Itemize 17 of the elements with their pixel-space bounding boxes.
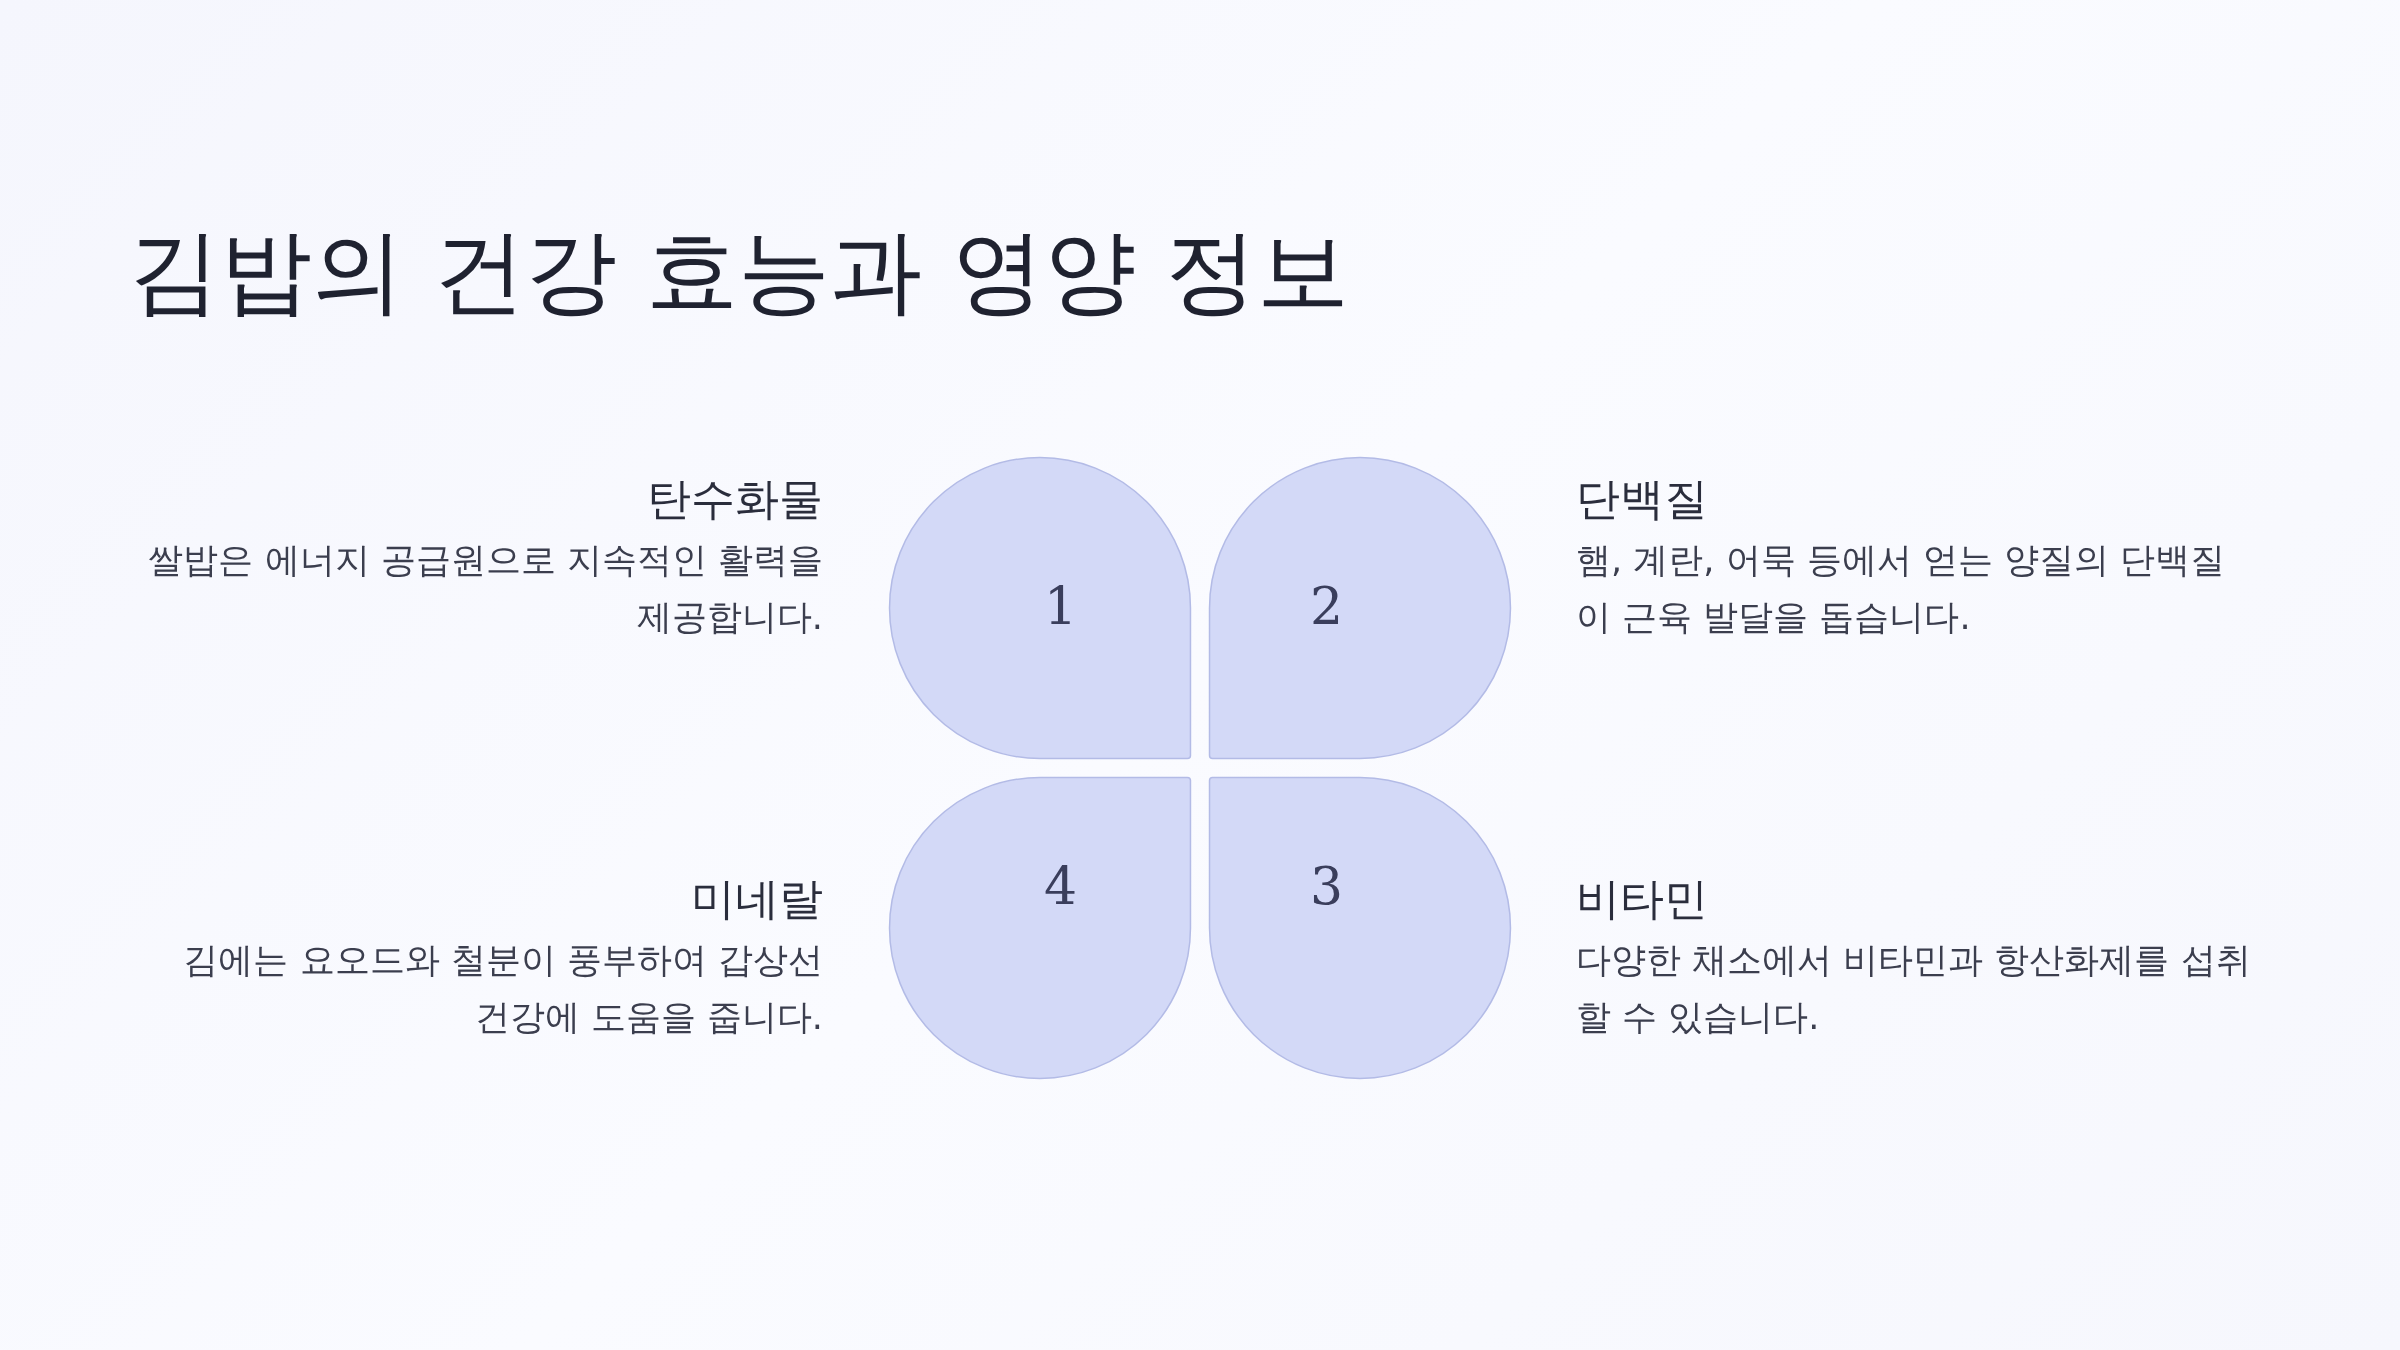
petal-number: 2 bbox=[1310, 580, 1344, 632]
petal-number: 1 bbox=[1044, 580, 1078, 632]
section-description: 다양한 채소에서 비타민과 항산화제를 섭취할 수 있습니다. bbox=[1576, 939, 2252, 1039]
section-description: 햄, 계란, 어묵 등에서 얻는 양질의 단백질이 근육 발달을 돕습니다. bbox=[1576, 539, 2226, 639]
section-heading: 탄수화물 bbox=[647, 472, 823, 526]
section-heading: 비타민 bbox=[1576, 872, 1708, 926]
slide-title: 김밥의 건강 효능과 영양 정보 bbox=[128, 217, 1349, 327]
section-description: 김에는 요오드와 철분이 풍부하여 갑상선 건강에 도움을 줍니다. bbox=[182, 939, 823, 1039]
petal-shape bbox=[888, 776, 1192, 1080]
petal-shape bbox=[1208, 776, 1512, 1080]
section-heading: 미네랄 bbox=[691, 872, 823, 926]
petal-number: 4 bbox=[1044, 860, 1078, 912]
petal-shape bbox=[888, 456, 1192, 760]
section-description: 쌀밥은 에너지 공급원으로 지속적인 활력을 제공합니다. bbox=[147, 539, 823, 639]
petal-shape bbox=[1208, 456, 1512, 760]
petal-number: 3 bbox=[1310, 860, 1344, 912]
section-heading: 단백질 bbox=[1576, 472, 1708, 526]
